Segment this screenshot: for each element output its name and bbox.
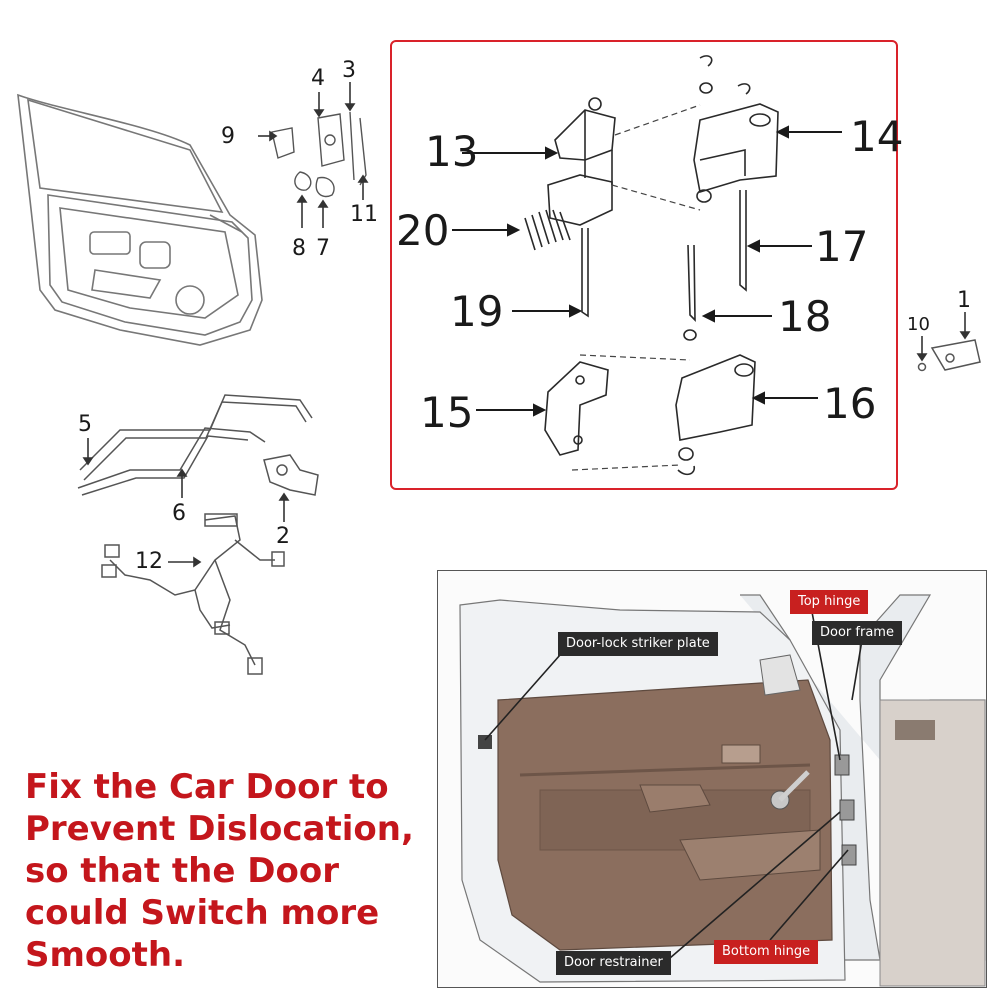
hinge-exploded-view bbox=[390, 40, 898, 490]
outside-handle-drawing bbox=[916, 312, 981, 372]
part-label-3: 3 bbox=[342, 58, 356, 83]
part-label-8: 8 bbox=[292, 236, 306, 261]
label-door-restrainer: Door restrainer bbox=[556, 951, 671, 975]
part-label-4: 4 bbox=[311, 66, 325, 91]
part-label-10: 10 bbox=[907, 314, 930, 335]
part-label-19: 19 bbox=[450, 287, 504, 336]
caption-line-4: could Switch more bbox=[25, 893, 380, 933]
caption-line-5: Smooth. bbox=[25, 935, 186, 975]
label-bottom-hinge: Bottom hinge bbox=[714, 940, 819, 964]
part-label-1: 1 bbox=[957, 288, 971, 313]
promo-caption: Fix the Car Door to Prevent Dislocation,… bbox=[25, 766, 425, 976]
label-door-lock-striker-plate: Door-lock striker plate bbox=[558, 632, 718, 656]
part-label-18: 18 bbox=[778, 292, 832, 341]
part-label-5: 5 bbox=[78, 412, 92, 437]
part-label-20: 20 bbox=[396, 206, 450, 255]
label-door-frame: Door frame bbox=[812, 621, 902, 645]
caption-line-1: Fix the Car Door to bbox=[25, 767, 389, 807]
part-label-13: 13 bbox=[425, 127, 479, 176]
part-label-6: 6 bbox=[172, 501, 186, 526]
part-label-2: 2 bbox=[276, 524, 290, 549]
part-label-15: 15 bbox=[420, 388, 474, 437]
part-label-9: 9 bbox=[221, 124, 235, 149]
part-label-12: 12 bbox=[135, 549, 163, 574]
door-shell-drawing bbox=[17, 93, 263, 346]
part-label-16: 16 bbox=[823, 379, 877, 428]
part-label-7: 7 bbox=[316, 236, 330, 261]
part-label-11: 11 bbox=[350, 202, 378, 227]
caption-line-3: so that the Door bbox=[25, 851, 339, 891]
label-top-hinge: Top hinge bbox=[790, 590, 869, 614]
latch-parts-drawing bbox=[258, 82, 369, 228]
part-label-14: 14 bbox=[850, 112, 904, 161]
hinge-parts-drawing bbox=[452, 55, 842, 476]
part-label-17: 17 bbox=[815, 222, 869, 271]
rods-harness-drawing bbox=[77, 394, 319, 675]
caption-line-2: Prevent Dislocation, bbox=[25, 809, 414, 849]
